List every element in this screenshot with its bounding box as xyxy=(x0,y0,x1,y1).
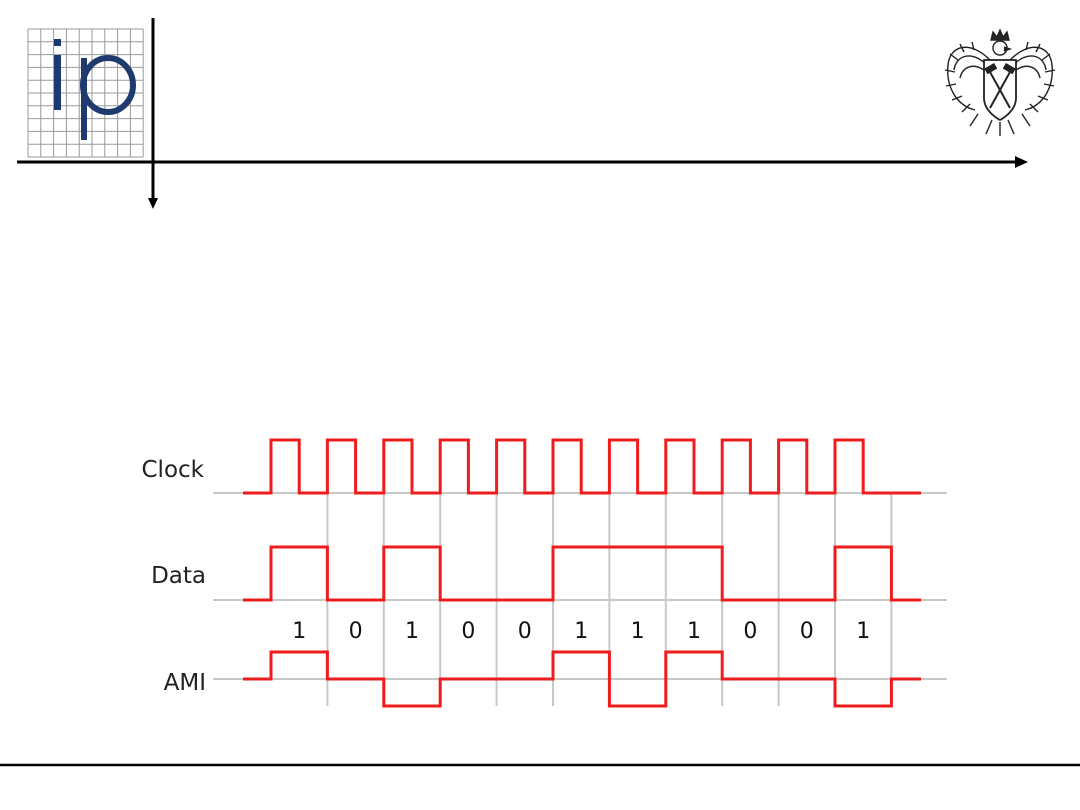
bit-label: 1 xyxy=(631,619,645,644)
clock-signal-trace xyxy=(243,438,921,495)
bit-label: 1 xyxy=(856,619,870,644)
bit-label: 0 xyxy=(743,619,757,644)
ami-label: AMI xyxy=(164,670,206,696)
logo-letter-p xyxy=(80,55,136,140)
bit-label: 1 xyxy=(687,619,701,644)
logo-i-dot xyxy=(54,39,61,46)
university-eagle-emblem xyxy=(944,28,1056,136)
clock-label: Clock xyxy=(142,457,205,483)
ami-signal-trace xyxy=(243,650,921,708)
bit-label: 1 xyxy=(405,619,419,644)
bit-label: 0 xyxy=(349,619,363,644)
data-label: Data xyxy=(151,563,206,589)
bit-label: 1 xyxy=(574,619,588,644)
bit-label: 0 xyxy=(800,619,814,644)
logo-i-stem xyxy=(54,55,61,110)
signal-timing-diagram: Clock Data AMI 1 0 1 0 0 1 1 1 0 0 1 xyxy=(142,438,947,708)
header-axes xyxy=(17,18,1028,209)
logo-p-bowl xyxy=(80,55,136,115)
bit-label: 0 xyxy=(461,619,475,644)
bit-label: 1 xyxy=(292,619,306,644)
data-signal-trace xyxy=(243,545,921,602)
logo-letter-i xyxy=(54,39,61,110)
ip-logo xyxy=(27,28,144,158)
horizontal-axis-arrow-icon xyxy=(1015,156,1028,168)
bit-label: 0 xyxy=(518,619,532,644)
vertical-axis-arrow-icon xyxy=(148,198,158,209)
bit-value-labels: 1 0 1 0 0 1 1 1 0 0 1 xyxy=(292,619,870,644)
